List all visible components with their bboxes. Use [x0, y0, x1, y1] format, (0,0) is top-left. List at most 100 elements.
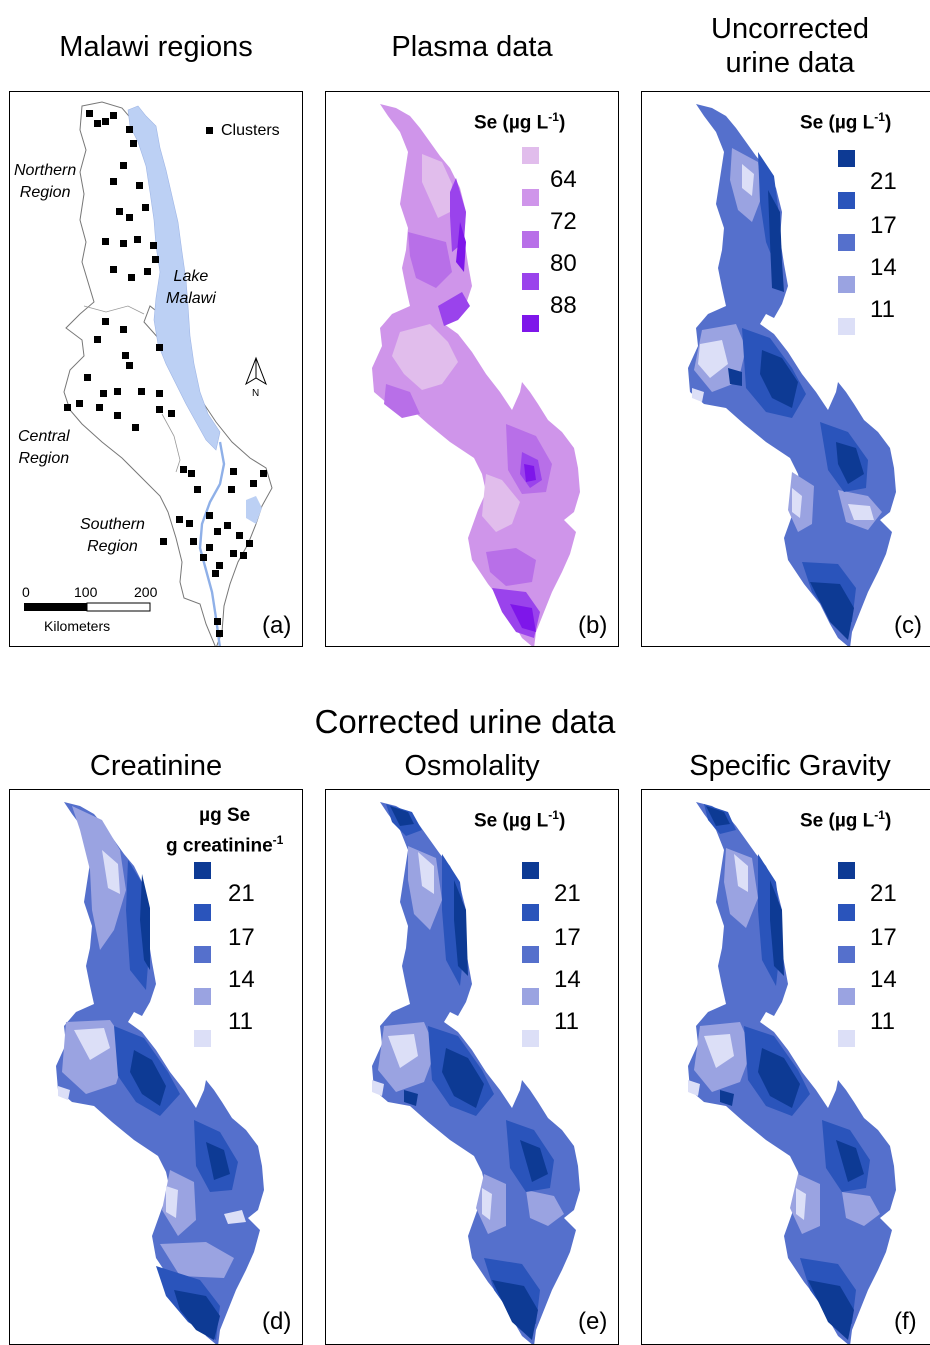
panel-e-swatch-3 [522, 946, 539, 963]
panel-f-legend-close: ) [884, 810, 892, 832]
creatinine-zone-lightest [58, 850, 246, 1224]
osmolality-zone-21 [390, 806, 548, 1340]
panel-f-swatch-1 [838, 862, 855, 879]
scale-tick-100: 100 [74, 584, 98, 600]
panel-f-swatch-3 [838, 946, 855, 963]
panel-c-letter: (c) [894, 612, 922, 639]
osmolality-zone-lightest [372, 852, 492, 1220]
panel-d-swatch-3 [194, 946, 211, 963]
scale-tick-200: 200 [134, 584, 158, 600]
panel-f-legend-text: Se (µg L [800, 810, 875, 832]
panel-b-swatch-2 [522, 189, 539, 206]
panel-c-swatch-4 [838, 276, 855, 293]
southern-region-word2: Region [87, 538, 138, 555]
shire-river [198, 441, 226, 646]
panel-c-legend-sup: -1 [874, 110, 885, 124]
cluster-legend-swatch [206, 127, 213, 135]
panel-e-swatch-2 [522, 904, 539, 921]
panel-d-title: Creatinine [89, 750, 223, 782]
panel-a-title: Malawi regions [59, 31, 253, 63]
panel-d-legend-line2: g creatinine [166, 835, 273, 857]
panel-e-break-2: 14 [554, 966, 581, 993]
lake-malawi-label: Lake Malawi [166, 266, 216, 310]
panel-f-break-2: 14 [870, 966, 897, 993]
lake-label-word2: Malawi [166, 290, 216, 307]
scale-unit: Kilometers [44, 618, 111, 634]
panel-c-legend-title: Se (µg L-1) [800, 110, 891, 134]
scale-bar [24, 602, 151, 612]
panel-e-map [372, 802, 580, 1344]
panel-e-letter: (e) [578, 1308, 608, 1335]
southern-region-word1: Southern [80, 516, 145, 533]
panel-f-specific-gravity-map: Se (µg L-1) 21 17 14 11 (f) [641, 789, 930, 1345]
panel-d-legend-line2-wrap: g creatinine-1 [166, 828, 283, 858]
panel-f-legend-title: Se (µg L-1) [800, 808, 891, 832]
panel-b-break-0: 64 [550, 166, 577, 193]
lake-malombe [246, 496, 262, 524]
panel-e-swatch-5 [522, 1030, 539, 1047]
panel-c-swatch-1 [838, 150, 855, 167]
panel-d-legend-line1: µg Se [199, 805, 251, 826]
panel-f-break-0: 21 [870, 880, 897, 907]
panel-b-swatch-1 [522, 147, 539, 164]
central-region-label: Central Region [18, 426, 70, 470]
panel-c-swatch-5 [838, 318, 855, 335]
panel-d-break-3: 11 [228, 1008, 253, 1035]
panel-e-break-0: 21 [554, 880, 581, 907]
panel-c-swatch-2 [838, 192, 855, 209]
northern-region-word1: Northern [14, 162, 77, 179]
panel-b-swatch-3 [522, 231, 539, 248]
osmolality-zone-light [378, 846, 564, 1234]
panel-e-osmolality-map: Se (µg L-1) 21 17 14 11 (e) [325, 789, 619, 1345]
panel-c-uncorrected-map: Se (µg L-1) 21 17 14 11 (c) [641, 91, 930, 647]
panel-c-title-line1: Uncorrected [711, 13, 869, 45]
panel-b-map [372, 104, 580, 646]
panel-d-swatch-4 [194, 988, 211, 1005]
plasma-base [372, 104, 580, 646]
panel-c-legend-text: Se (µg L [800, 112, 875, 134]
panel-d-swatch-5 [194, 1030, 211, 1047]
panel-b-legend-close: ) [558, 112, 566, 134]
panel-d-break-1: 17 [228, 924, 255, 951]
panel-b-break-2: 80 [550, 250, 577, 277]
cluster-markers [64, 110, 267, 637]
panel-c-break-0: 21 [870, 168, 897, 195]
plasma-zone-max [456, 222, 536, 632]
panel-a-map [24, 101, 273, 646]
scale-tick-0: 0 [22, 584, 30, 600]
creatinine-zone-17 [114, 860, 238, 1340]
specific-gravity-zone-lightest [688, 854, 806, 1220]
panel-f-swatch-2 [838, 904, 855, 921]
clusters-legend-label: Clusters [221, 122, 280, 139]
panel-d-legend-sup: -1 [272, 833, 284, 847]
panel-f-map [688, 802, 896, 1344]
northern-region-label: Northern Region [14, 160, 76, 204]
panel-f-break-3: 11 [870, 1008, 895, 1035]
panel-d-map [56, 802, 264, 1344]
panel-b-plasma-map: Se (µg L-1) 64 72 80 88 (b) [325, 91, 619, 647]
panel-e-break-1: 17 [554, 924, 581, 951]
central-region-word2: Region [18, 450, 70, 467]
specific-gravity-zone-21 [706, 806, 864, 1340]
panel-b-legend-text: Se (µg L [474, 112, 549, 134]
southern-region-label: Southern Region [80, 514, 145, 558]
panel-f-title: Specific Gravity [689, 750, 891, 782]
plasma-zone-lightest [392, 154, 520, 532]
panel-d-swatch-1 [194, 862, 211, 879]
panel-a-letter: (a) [262, 612, 292, 639]
urine-zone-light [694, 148, 882, 532]
lake-malawi [127, 105, 221, 451]
panel-c-swatch-3 [838, 234, 855, 251]
panel-e-swatch-1 [522, 862, 539, 879]
panel-d-break-2: 14 [228, 966, 255, 993]
panel-e-title: Osmolality [404, 750, 540, 782]
panel-b-title: Plasma data [391, 31, 553, 63]
panel-c-break-1: 17 [870, 212, 897, 239]
panel-b-legend-sup: -1 [548, 110, 559, 124]
panel-b-break-3: 88 [550, 292, 577, 319]
panel-e-legend-close: ) [558, 810, 566, 832]
panel-b-swatch-5 [522, 315, 539, 332]
panel-e-break-3: 11 [554, 1008, 579, 1035]
panel-f-swatch-4 [838, 988, 855, 1005]
panel-f-legend-sup: -1 [874, 808, 885, 822]
